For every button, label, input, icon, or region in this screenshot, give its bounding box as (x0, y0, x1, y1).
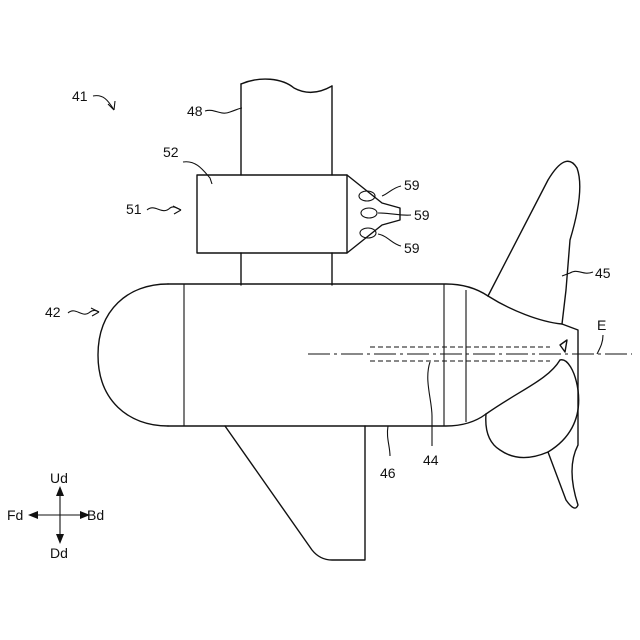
strut (241, 79, 332, 285)
nozzle-port-mid (361, 208, 377, 218)
label-shaft: 44 (423, 452, 439, 468)
label-housing-main: 52 (163, 144, 179, 160)
down-arrow-icon (56, 534, 64, 544)
direction-label-down: Dd (50, 545, 68, 561)
label-nozzle-mid: 59 (414, 207, 430, 223)
label-axis: E (597, 317, 606, 333)
label-assembly: 41 (72, 88, 88, 104)
label-nozzle-bottom: 59 (404, 240, 420, 256)
label-strut: 48 (187, 103, 203, 119)
propeller (486, 161, 580, 508)
label-housing-group: 51 (126, 201, 142, 217)
direction-label-up: Ud (50, 470, 68, 486)
housing (197, 175, 400, 253)
direction-label-back: Bd (87, 507, 104, 523)
pod-body (98, 284, 488, 426)
left-arrow-icon (28, 511, 38, 519)
skeg (225, 426, 365, 560)
direction-indicator (28, 486, 90, 544)
leader-lines (68, 96, 603, 456)
up-arrow-icon (56, 486, 64, 496)
direction-label-forward: Fd (7, 507, 23, 523)
label-propeller: 45 (595, 265, 611, 281)
label-pod: 42 (45, 304, 61, 320)
label-skeg: 46 (380, 465, 396, 481)
label-nozzle-top: 59 (404, 177, 420, 193)
